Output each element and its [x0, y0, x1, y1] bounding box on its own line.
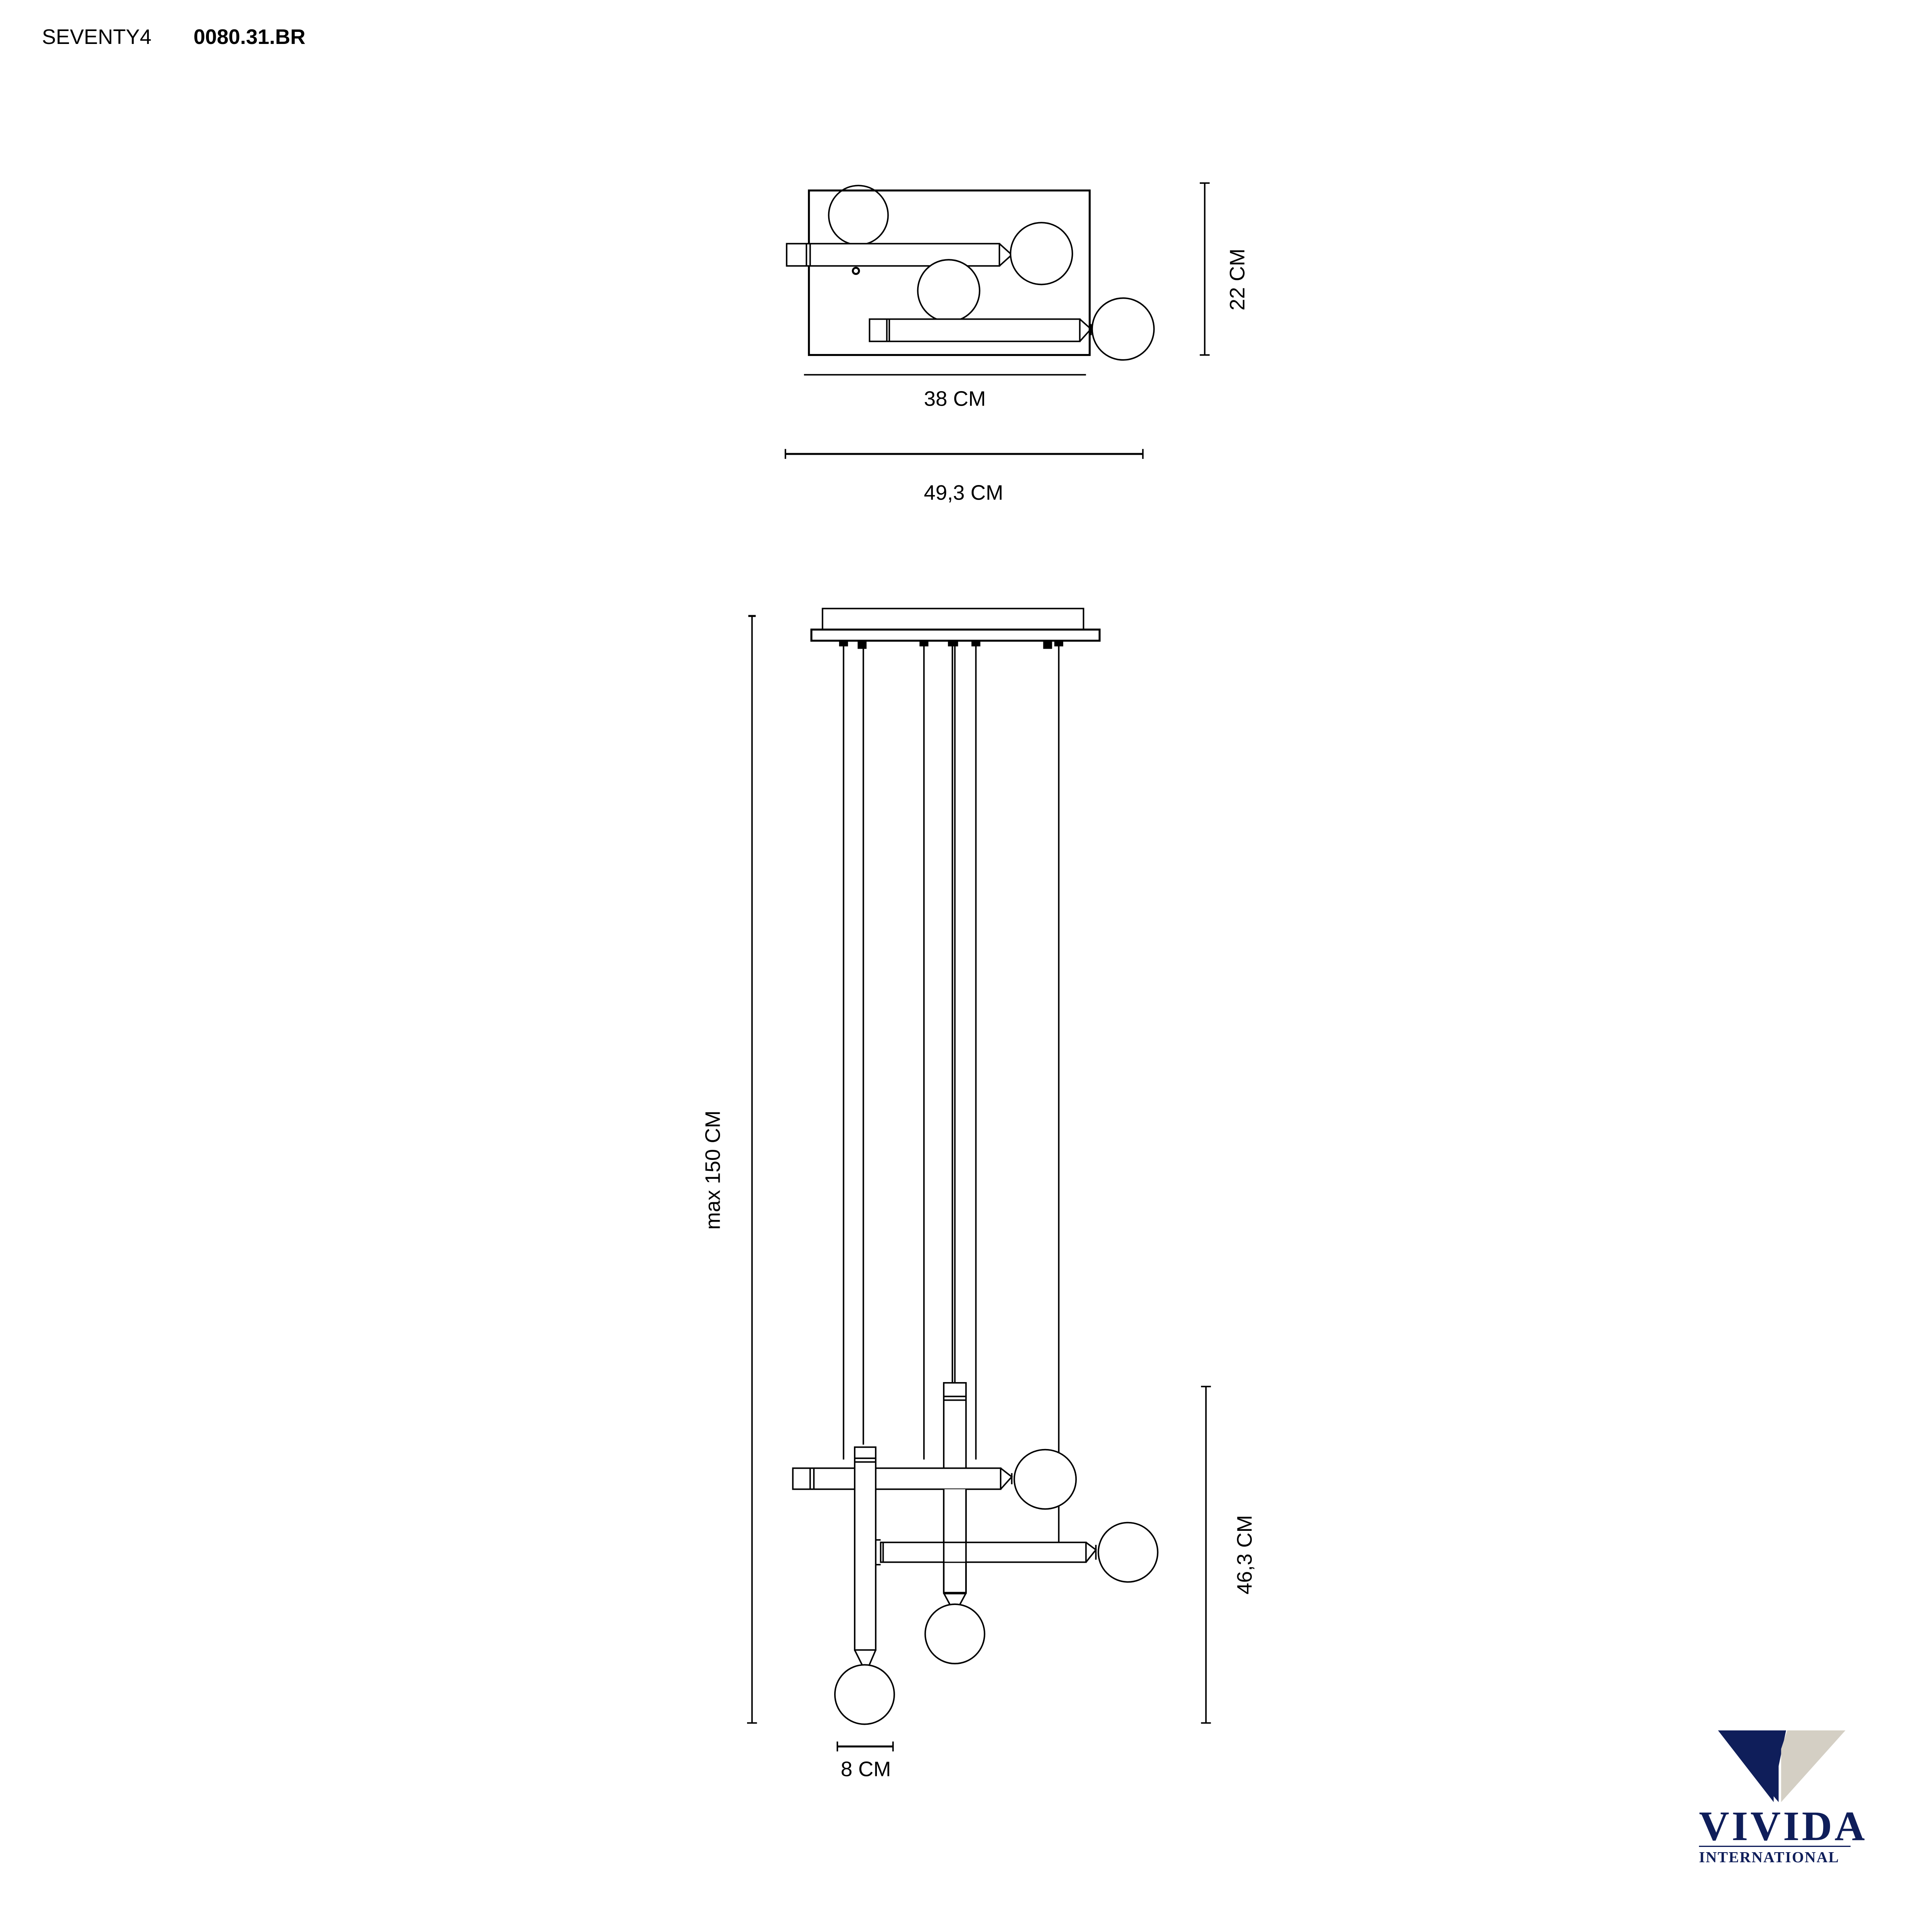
side-rod-left — [854, 1446, 876, 1651]
label-max-150cm: max 150 CM — [701, 1110, 724, 1230]
side-globe-upper-arm — [1013, 1449, 1077, 1510]
label-38cm: 38 CM — [924, 387, 986, 410]
side-globe-center-rod — [924, 1603, 985, 1665]
cable-clamps — [839, 640, 1064, 649]
top-arm-upper — [786, 243, 1000, 267]
side-globe-lower-arm — [1097, 1522, 1159, 1583]
label-22cm: 22 CM — [1226, 249, 1249, 311]
label-8cm: 8 CM — [841, 1757, 891, 1781]
top-arm-lower — [868, 318, 1081, 342]
side-canopy-plate — [810, 629, 1101, 642]
top-view — [785, 182, 1210, 459]
logo-subtitle: INTERNATIONAL — [1699, 1849, 1840, 1866]
top-globe-4 — [1091, 297, 1155, 361]
top-mount-dot — [851, 266, 860, 275]
side-globe-left-rod — [834, 1664, 895, 1725]
vivida-logo-mark — [1718, 1730, 1846, 1802]
logo-wordmark: VIVIDA — [1699, 1803, 1867, 1849]
label-49-3cm: 49,3 CM — [924, 481, 1003, 504]
suspension-cables — [843, 641, 1060, 1546]
side-arm-upper — [792, 1467, 1001, 1490]
top-globe-3 — [917, 259, 981, 323]
top-canopy-outline — [808, 189, 1091, 356]
label-46-3cm: 46,3 CM — [1233, 1515, 1257, 1595]
logo-divider — [1699, 1846, 1851, 1847]
top-globe-1 — [828, 185, 889, 246]
collection-name: SEVENTY4 — [42, 25, 152, 49]
top-globe-2 — [1010, 222, 1073, 285]
product-code: 0080.31.BR — [194, 25, 306, 49]
side-arm-lower — [880, 1541, 1087, 1563]
side-canopy — [822, 608, 1085, 631]
side-view — [747, 608, 1211, 1752]
